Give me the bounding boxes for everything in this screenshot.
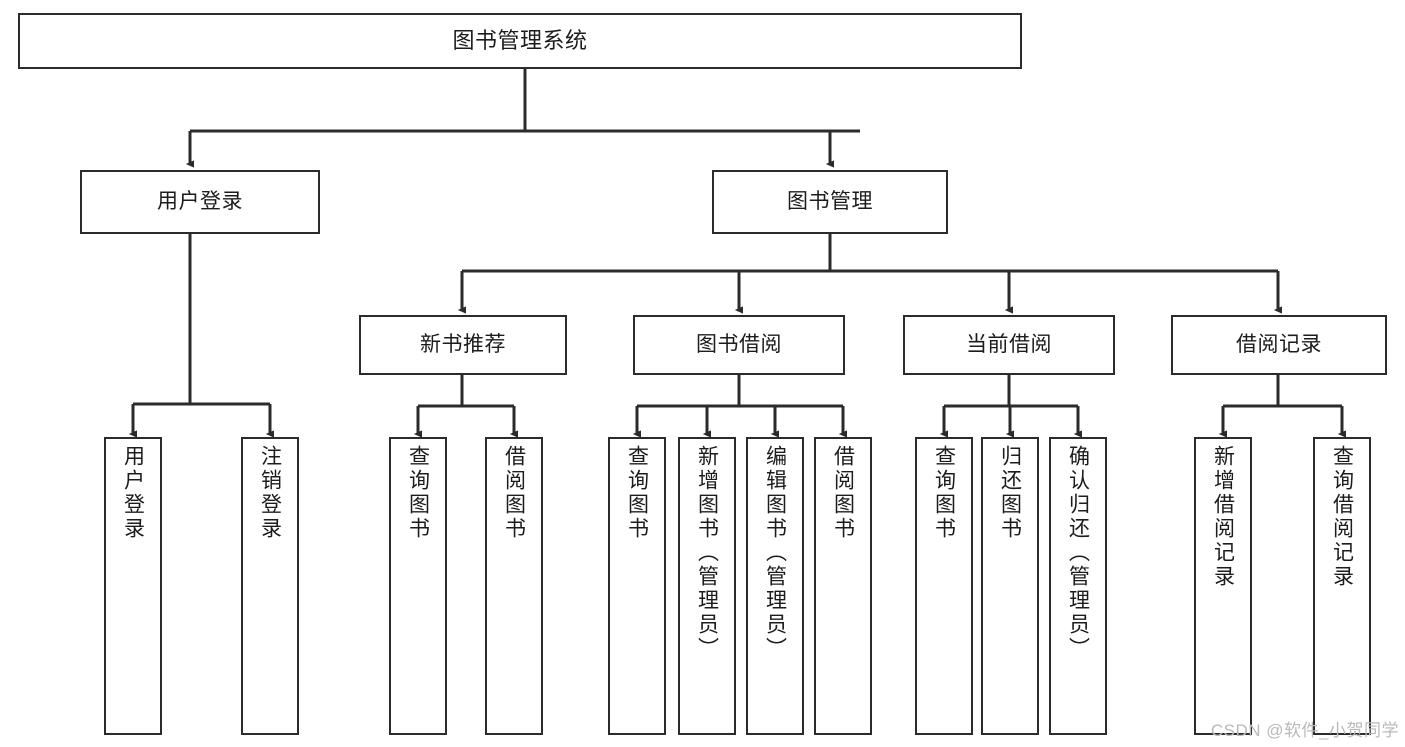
leaf-edit-book-admin[interactable]: 编辑图书（管理员） — [746, 437, 804, 735]
node-label: 编辑图书（管理员） — [763, 445, 787, 661]
csdn-watermark: CSDN @软件_小贺同学 — [1210, 721, 1399, 740]
node-book-management[interactable]: 图书管理 — [712, 170, 948, 234]
node-current-borrow[interactable]: 当前借阅 — [903, 315, 1115, 375]
node-label: 图书管理 — [787, 189, 873, 213]
leaf-query-book-rec[interactable]: 查询图书 — [389, 437, 447, 735]
node-book-borrow[interactable]: 图书借阅 — [633, 315, 845, 375]
node-label: 用户登录 — [157, 189, 243, 213]
leaf-return-book[interactable]: 归还图书 — [981, 437, 1039, 735]
leaf-query-borrow-record[interactable]: 查询借阅记录 — [1313, 437, 1371, 735]
node-label: 借阅记录 — [1236, 332, 1322, 356]
node-borrow-record[interactable]: 借阅记录 — [1171, 315, 1387, 375]
node-user-login[interactable]: 用户登录 — [80, 170, 320, 234]
leaf-add-book-admin[interactable]: 新增图书（管理员） — [678, 437, 736, 735]
node-label: 查询图书 — [406, 445, 430, 541]
node-label: 借阅图书 — [502, 445, 526, 541]
leaf-borrow-book[interactable]: 借阅图书 — [814, 437, 872, 735]
leaf-query-book-borrow[interactable]: 查询图书 — [608, 437, 666, 735]
leaf-confirm-return-admin[interactable]: 确认归还（管理员） — [1049, 437, 1107, 735]
leaf-user-login[interactable]: 用户登录 — [104, 437, 162, 735]
node-label: 图书借阅 — [696, 332, 782, 356]
node-label: 查询图书 — [625, 445, 649, 541]
node-label: 用户登录 — [121, 445, 145, 541]
node-label: 图书管理系统 — [452, 28, 588, 54]
node-label: 当前借阅 — [966, 332, 1052, 356]
node-label: 归还图书 — [998, 445, 1022, 541]
leaf-borrow-book-rec[interactable]: 借阅图书 — [485, 437, 543, 735]
node-new-book-recommend[interactable]: 新书推荐 — [359, 315, 567, 375]
leaf-query-book-current[interactable]: 查询图书 — [915, 437, 973, 735]
node-label: 新增借阅记录 — [1211, 445, 1235, 589]
node-label: 新增图书（管理员） — [695, 445, 719, 661]
node-label: 注销登录 — [258, 445, 282, 541]
node-label: 借阅图书 — [831, 445, 855, 541]
node-label: 查询借阅记录 — [1330, 445, 1354, 589]
node-label: 查询图书 — [932, 445, 956, 541]
node-root-system[interactable]: 图书管理系统 — [18, 13, 1022, 69]
node-label: 新书推荐 — [420, 332, 506, 356]
leaf-add-borrow-record[interactable]: 新增借阅记录 — [1194, 437, 1252, 735]
leaf-user-logout[interactable]: 注销登录 — [241, 437, 299, 735]
node-label: 确认归还（管理员） — [1066, 445, 1090, 661]
